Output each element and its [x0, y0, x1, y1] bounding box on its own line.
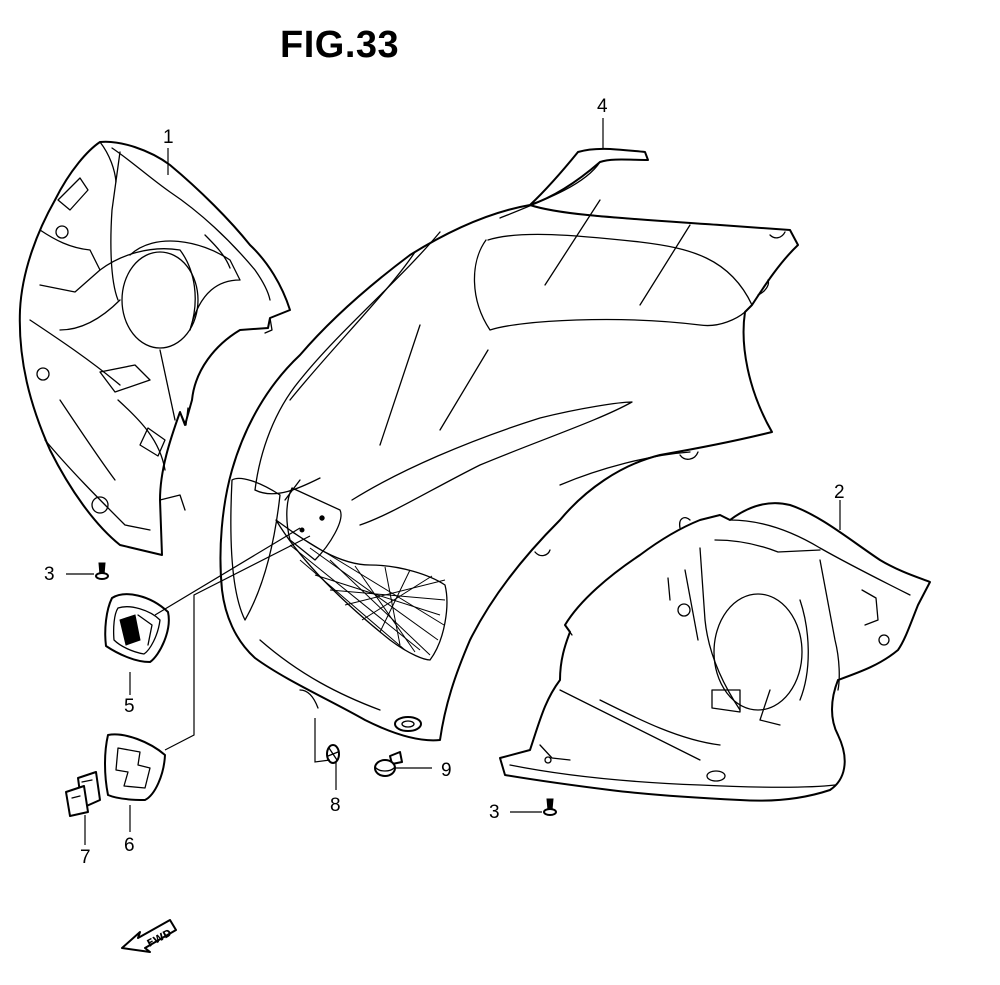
part-5-emblem-holder — [104, 593, 170, 663]
part-4-front-cowl — [219, 147, 799, 742]
callout-6: 6 — [124, 835, 135, 856]
part-2-right-inner-cover — [499, 502, 931, 802]
callout-4: 4 — [597, 96, 608, 117]
callout-7: 7 — [80, 847, 91, 868]
part-3-screw-left — [95, 562, 109, 580]
callout-2: 2 — [834, 482, 845, 503]
part-9-clip — [374, 751, 403, 777]
part-1-left-inner-cover — [18, 140, 291, 556]
part-8-nut — [326, 744, 340, 764]
callout-1: 1 — [163, 127, 174, 148]
callout-8: 8 — [330, 795, 341, 816]
figure-title: FIG.33 — [280, 24, 400, 66]
callout-5: 5 — [124, 696, 135, 717]
part-3-screw-right — [543, 798, 557, 816]
front-direction-arrow-icon: FWD — [121, 919, 177, 953]
callout-9: 9 — [441, 760, 452, 781]
leader-lines — [66, 118, 841, 845]
part-7-emblem — [65, 771, 101, 817]
part-6-emblem-plate — [104, 733, 166, 801]
callout-3-left: 3 — [44, 564, 55, 585]
callout-3-right: 3 — [489, 802, 500, 823]
